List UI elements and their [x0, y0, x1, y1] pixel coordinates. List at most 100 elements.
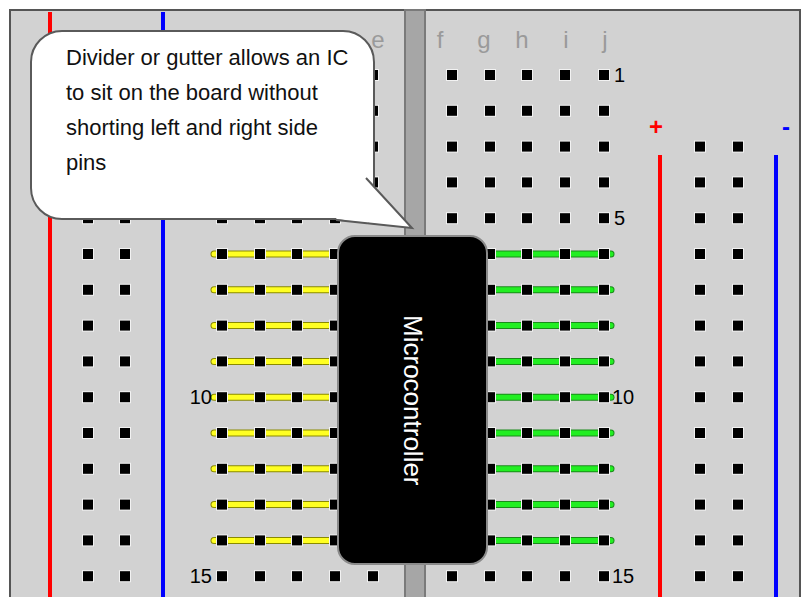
hole-rim: [521, 176, 533, 188]
hole-rim: [521, 248, 533, 260]
positive-rail-line: [658, 155, 662, 597]
hole: [217, 535, 227, 545]
hole: [83, 356, 93, 366]
hole: [83, 428, 93, 438]
hole-rim: [521, 320, 533, 332]
hole: [695, 177, 705, 187]
hole: [695, 428, 705, 438]
hole-rim: [559, 284, 571, 296]
hole-rim: [732, 284, 744, 296]
hole-rim: [216, 463, 228, 475]
hole: [599, 321, 609, 331]
hole-rim: [694, 427, 706, 439]
hole: [560, 142, 570, 152]
hole-rim: [598, 320, 610, 332]
hole: [485, 106, 495, 116]
hole: [695, 571, 705, 581]
hole: [292, 500, 302, 510]
hole: [560, 464, 570, 474]
hole: [120, 535, 130, 545]
hole-rim: [484, 212, 496, 224]
hole: [522, 285, 532, 295]
hole-rim: [521, 534, 533, 546]
hole: [599, 70, 609, 80]
hole-rim: [82, 499, 94, 511]
hole-rim: [254, 355, 266, 367]
hole-rim: [484, 141, 496, 153]
hole: [83, 321, 93, 331]
hole: [447, 213, 457, 223]
hole: [599, 285, 609, 295]
hole: [695, 535, 705, 545]
hole-rim: [446, 176, 458, 188]
hole: [120, 571, 130, 581]
hole: [83, 464, 93, 474]
hole: [560, 285, 570, 295]
chip-label: Microcontroller: [398, 315, 427, 486]
hole-rim: [559, 320, 571, 332]
ic-chip: Microcontroller: [337, 235, 488, 565]
hole: [447, 571, 457, 581]
column-letter: e: [371, 27, 384, 53]
hole: [83, 249, 93, 259]
hole: [217, 356, 227, 366]
hole-rim: [119, 427, 131, 439]
hole-rim: [694, 141, 706, 153]
hole-rim: [119, 320, 131, 332]
hole: [368, 571, 378, 581]
hole-rim: [216, 355, 228, 367]
hole-rim: [732, 141, 744, 153]
hole: [733, 392, 743, 402]
hole: [292, 535, 302, 545]
hole: [292, 464, 302, 474]
hole-rim: [732, 570, 744, 582]
hole: [120, 500, 130, 510]
hole-rim: [732, 248, 744, 260]
hole: [255, 321, 265, 331]
hole: [217, 500, 227, 510]
hole-rim: [254, 284, 266, 296]
hole-rim: [119, 463, 131, 475]
hole: [733, 500, 743, 510]
hole-rim: [694, 320, 706, 332]
hole: [695, 356, 705, 366]
hole: [599, 177, 609, 187]
hole: [733, 285, 743, 295]
hole-rim: [559, 69, 571, 81]
hole: [733, 535, 743, 545]
hole: [733, 321, 743, 331]
hole: [733, 142, 743, 152]
hole-rim: [732, 463, 744, 475]
hole: [83, 392, 93, 402]
hole: [217, 464, 227, 474]
hole-rim: [216, 284, 228, 296]
hole-rim: [559, 463, 571, 475]
hole-rim: [291, 355, 303, 367]
hole: [485, 177, 495, 187]
column-letter: g: [477, 27, 490, 53]
hole-rim: [291, 463, 303, 475]
hole: [522, 177, 532, 187]
hole-rim: [559, 141, 571, 153]
hole: [83, 535, 93, 545]
hole-rim: [732, 320, 744, 332]
hole: [733, 249, 743, 259]
hole: [560, 500, 570, 510]
hole: [599, 535, 609, 545]
hole: [292, 356, 302, 366]
hole: [330, 571, 340, 581]
hole: [599, 106, 609, 116]
hole-rim: [446, 141, 458, 153]
hole-rim: [291, 284, 303, 296]
hole: [120, 285, 130, 295]
hole-rim: [82, 355, 94, 367]
hole-rim: [694, 355, 706, 367]
hole: [522, 428, 532, 438]
hole-rim: [559, 176, 571, 188]
row-number: 1: [614, 64, 625, 86]
hole-rim: [484, 69, 496, 81]
hole: [83, 500, 93, 510]
hole-rim: [216, 570, 228, 582]
hole: [599, 464, 609, 474]
